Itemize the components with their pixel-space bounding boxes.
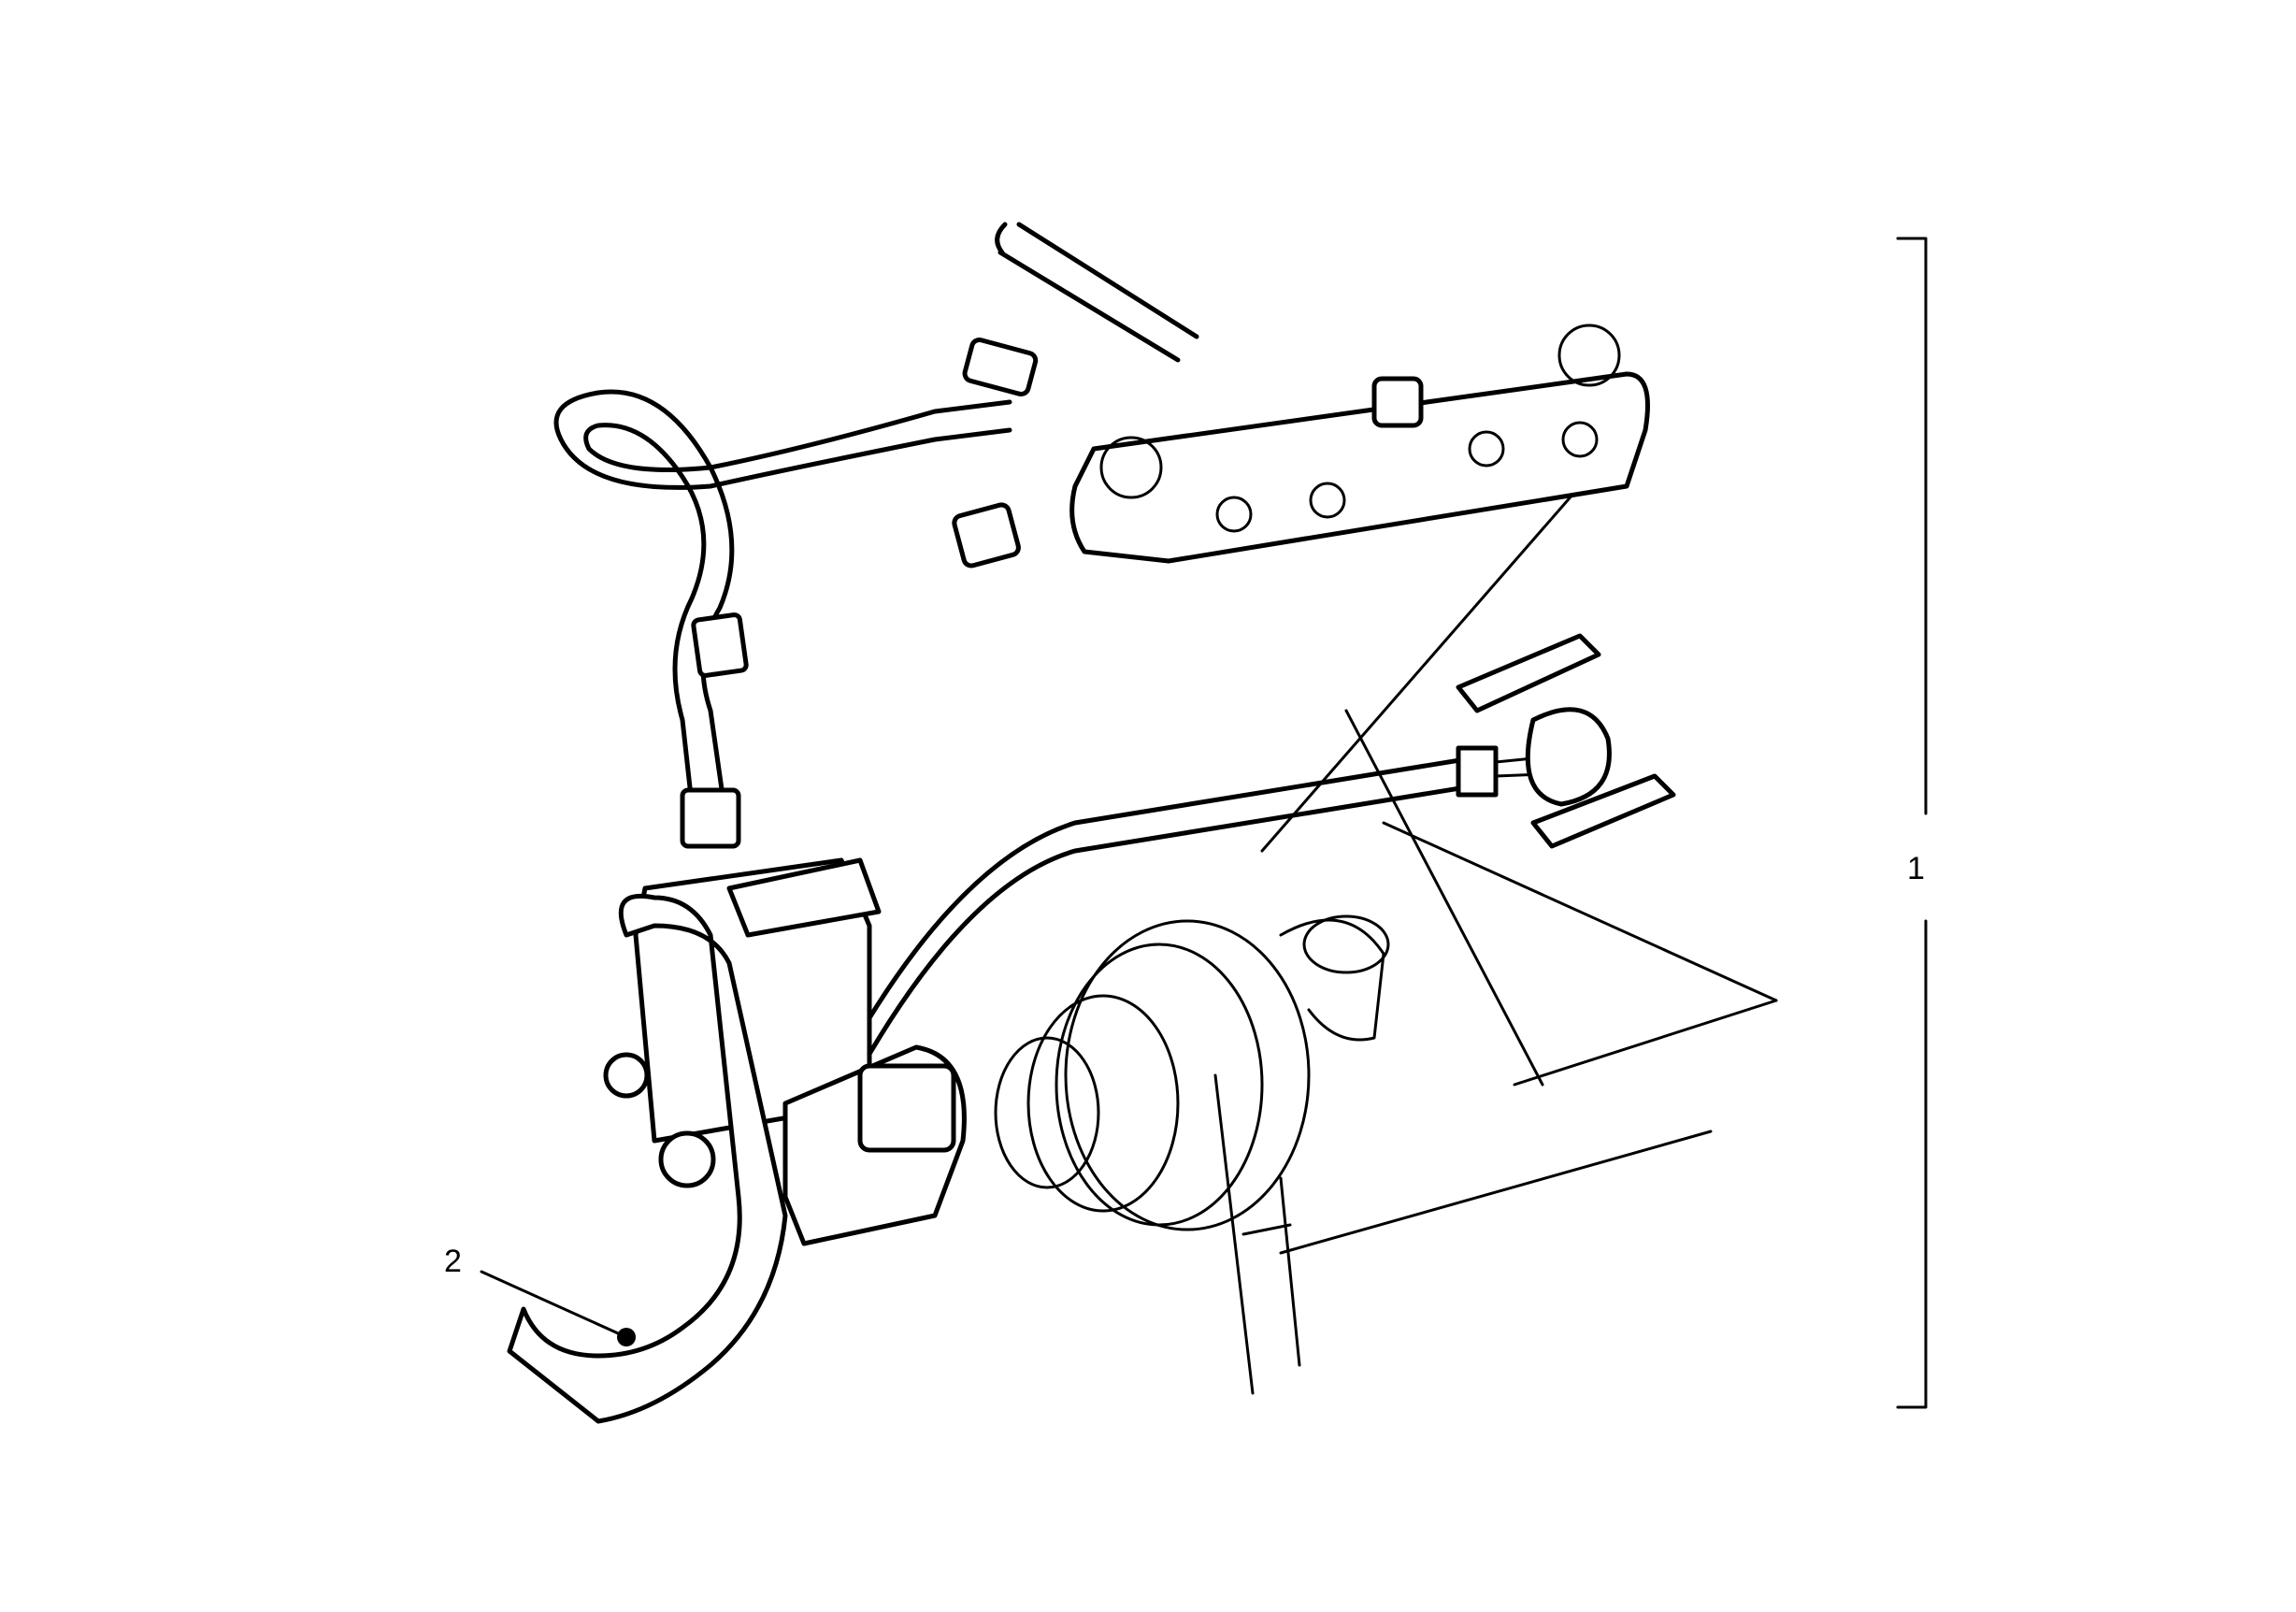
brake-hose: [553, 389, 1012, 849]
chassis-outline: [1213, 484, 1778, 1395]
callout-1: 1: [1896, 237, 1928, 1409]
callout-dot: [617, 1328, 636, 1346]
tie-rod: [782, 633, 1676, 1181]
upper-bracket: [952, 222, 1650, 569]
wheel-hub: [994, 914, 1390, 1231]
callout-2: 2: [444, 1244, 636, 1346]
brake-caliper: [507, 857, 967, 1424]
callout-label-2: 2: [444, 1244, 462, 1279]
callout-label-1: 1: [1907, 851, 1925, 886]
